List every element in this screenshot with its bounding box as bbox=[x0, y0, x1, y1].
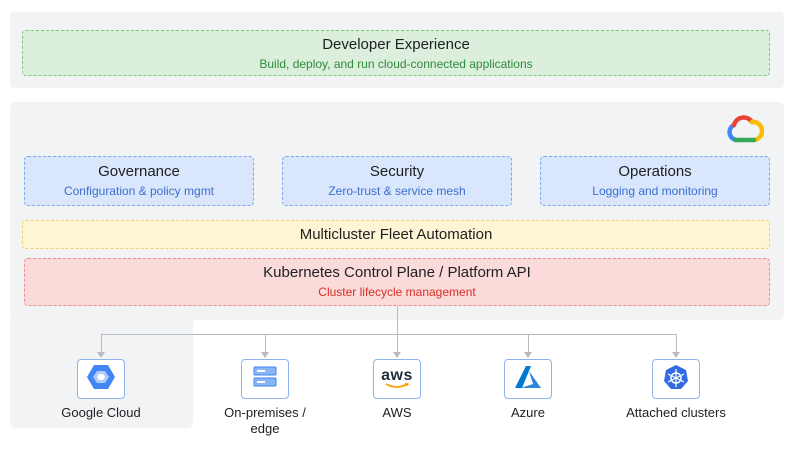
developer-experience-box: Developer Experience Build, deploy, and … bbox=[22, 30, 770, 76]
connector-azure bbox=[528, 334, 529, 352]
arrow-attached bbox=[672, 352, 680, 358]
azure-label: Azure bbox=[511, 405, 545, 420]
control-plane-title: Kubernetes Control Plane / Platform API bbox=[263, 264, 531, 281]
control-plane-subtitle: Cluster lifecycle management bbox=[318, 285, 476, 299]
arrow-on-prem bbox=[261, 352, 269, 358]
control-plane-box: Kubernetes Control Plane / Platform API … bbox=[24, 258, 770, 306]
attached-clusters-label: Attached clusters bbox=[626, 405, 726, 420]
connector-aws bbox=[397, 334, 398, 352]
operations-box: Operations Logging and monitoring bbox=[540, 156, 770, 206]
aws-target: aws bbox=[373, 359, 421, 399]
azure-logo-icon bbox=[514, 365, 542, 394]
server-icon bbox=[252, 365, 278, 394]
fleet-title: Multicluster Fleet Automation bbox=[299, 226, 493, 243]
google-cloud-target bbox=[77, 359, 125, 399]
connector-attached bbox=[676, 334, 677, 352]
aws-label: AWS bbox=[382, 405, 412, 420]
arrow-google-cloud bbox=[97, 352, 105, 358]
google-cloud-label: Google Cloud bbox=[61, 405, 141, 420]
governance-title: Governance bbox=[98, 163, 180, 180]
on-prem-label-line1: On-premises / bbox=[224, 405, 306, 420]
security-box: Security Zero-trust & service mesh bbox=[282, 156, 512, 206]
connector-on-prem bbox=[265, 334, 266, 352]
on-prem-label: On-premises / edge bbox=[205, 405, 325, 437]
horizontal-connector bbox=[101, 334, 676, 335]
arrow-aws bbox=[393, 352, 401, 358]
google-cloud-logo-icon bbox=[724, 114, 765, 146]
aws-logo-text: aws bbox=[381, 367, 413, 384]
governance-subtitle: Configuration & policy mgmt bbox=[63, 184, 215, 198]
connector-google-cloud bbox=[101, 334, 102, 352]
security-title: Security bbox=[369, 163, 425, 180]
operations-title: Operations bbox=[618, 163, 692, 180]
developer-title: Developer Experience bbox=[322, 36, 470, 53]
aws-logo-icon: aws bbox=[381, 367, 413, 389]
arrow-azure bbox=[524, 352, 532, 358]
trunk-connector bbox=[397, 306, 398, 334]
governance-box: Governance Configuration & policy mgmt bbox=[24, 156, 254, 206]
fleet-automation-box: Multicluster Fleet Automation bbox=[22, 220, 770, 249]
kubernetes-icon bbox=[663, 364, 689, 395]
azure-target bbox=[504, 359, 552, 399]
operations-subtitle: Logging and monitoring bbox=[592, 184, 718, 198]
on-prem-target bbox=[241, 359, 289, 399]
on-prem-label-line2: edge bbox=[250, 421, 280, 436]
developer-subtitle: Build, deploy, and run cloud-connected a… bbox=[259, 57, 533, 71]
security-subtitle: Zero-trust & service mesh bbox=[328, 184, 466, 198]
attached-clusters-target bbox=[652, 359, 700, 399]
google-cloud-hexagon-icon bbox=[86, 363, 116, 396]
